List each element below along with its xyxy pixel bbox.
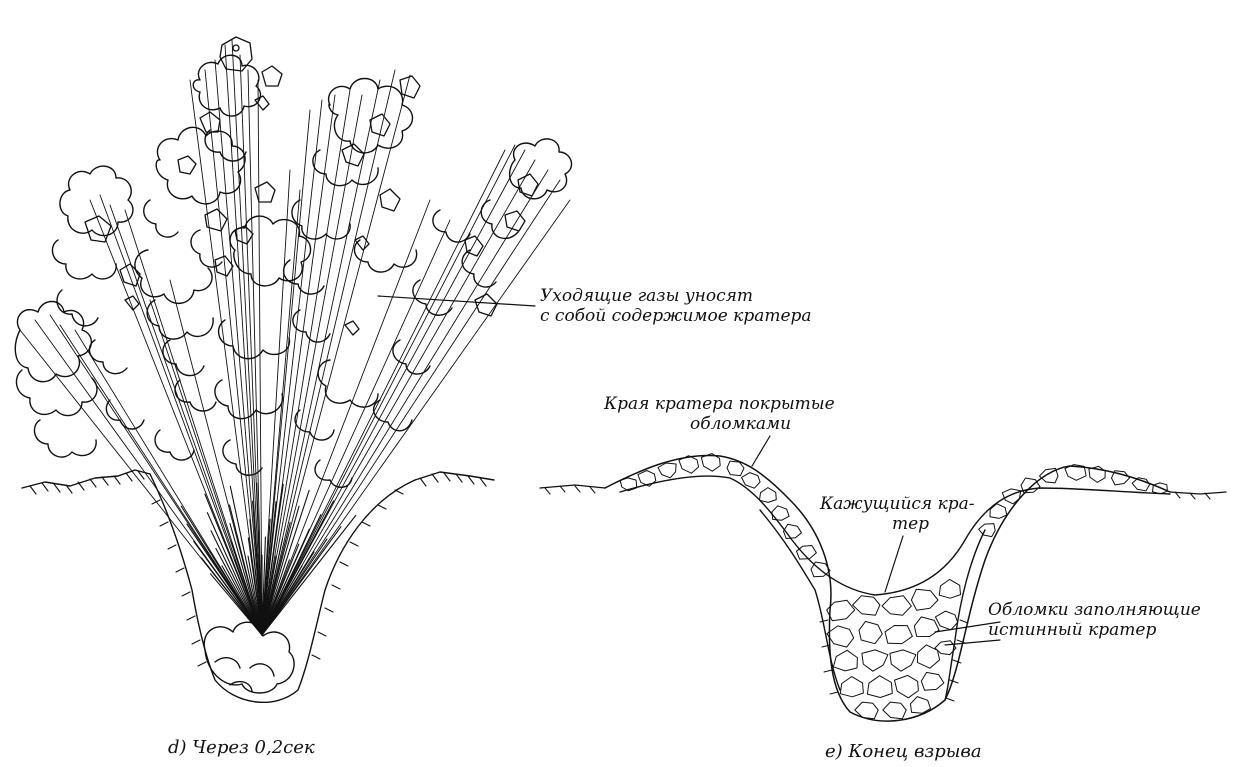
rubble-block xyxy=(914,617,939,637)
rubble-block xyxy=(890,650,916,671)
rubble-block xyxy=(833,650,857,671)
rubble-block xyxy=(895,675,919,697)
caption-e: e) Конец взрыва xyxy=(825,742,982,762)
rubble-block xyxy=(853,596,880,615)
gas-streak xyxy=(262,170,290,635)
rubble-block xyxy=(859,621,882,643)
rubble-block xyxy=(827,626,854,647)
rubble-block xyxy=(921,672,944,690)
rubble-block xyxy=(885,626,912,644)
rubble-block xyxy=(935,611,957,630)
annotation-rim: Края кратера покрытые обломками xyxy=(604,394,835,434)
explosion-panel xyxy=(15,37,571,702)
rubble-block xyxy=(882,596,911,615)
rubble-block xyxy=(658,463,676,478)
annotation-true-crater: Обломки заполняющие истинный кратер xyxy=(988,600,1201,640)
leader-gases xyxy=(378,296,535,306)
crater-e-hatching xyxy=(820,620,968,701)
leader-rim xyxy=(752,436,770,466)
gas-streaks xyxy=(20,40,570,635)
rubble-block xyxy=(760,488,777,503)
rubble-block xyxy=(917,645,939,668)
gas-streak xyxy=(262,160,535,635)
annotation-rim-line2: обломками xyxy=(604,414,835,434)
rubble-block xyxy=(840,677,863,697)
annotation-apparent-crater: Кажущийся кра- тер xyxy=(820,494,975,534)
caption-d: d) Через 0,2сек xyxy=(168,738,315,758)
rubble-block xyxy=(1112,471,1130,485)
ground-e-left xyxy=(540,485,605,488)
rubble-block xyxy=(911,589,938,610)
rubble-block xyxy=(867,676,892,698)
ground-e-right xyxy=(1170,492,1226,494)
rubble-block xyxy=(638,471,656,487)
annotation-apparent-line2: тер xyxy=(820,514,975,534)
gas-streak xyxy=(262,75,410,635)
annotation-true-line1: Обломки заполняющие xyxy=(988,600,1201,620)
rubble-block xyxy=(679,456,699,474)
rubble-block xyxy=(883,702,906,719)
rubble-block xyxy=(862,650,888,671)
annotation-rim-line1: Края кратера покрытые xyxy=(604,394,835,414)
annotation-apparent-line1: Кажущийся кра- xyxy=(820,494,975,514)
annotation-gases-line1: Уходящие газы уносят xyxy=(540,286,812,306)
ground-right xyxy=(415,472,494,480)
rubble-block xyxy=(1002,489,1021,504)
gas-streak xyxy=(262,150,505,635)
annotation-gases-line2: с собой содержимое кратера xyxy=(540,306,812,326)
leader-apparent xyxy=(885,536,903,592)
crater-panel xyxy=(540,436,1226,721)
annotation-true-line2: истинный кратер xyxy=(988,620,1201,640)
rubble-block xyxy=(911,697,931,714)
rubble-block xyxy=(979,524,996,537)
rubble-block xyxy=(939,579,960,598)
rubble-block xyxy=(727,461,744,476)
annotation-gases: Уходящие газы уносят с собой содержимое … xyxy=(540,286,812,326)
rock-fragments xyxy=(85,37,538,335)
